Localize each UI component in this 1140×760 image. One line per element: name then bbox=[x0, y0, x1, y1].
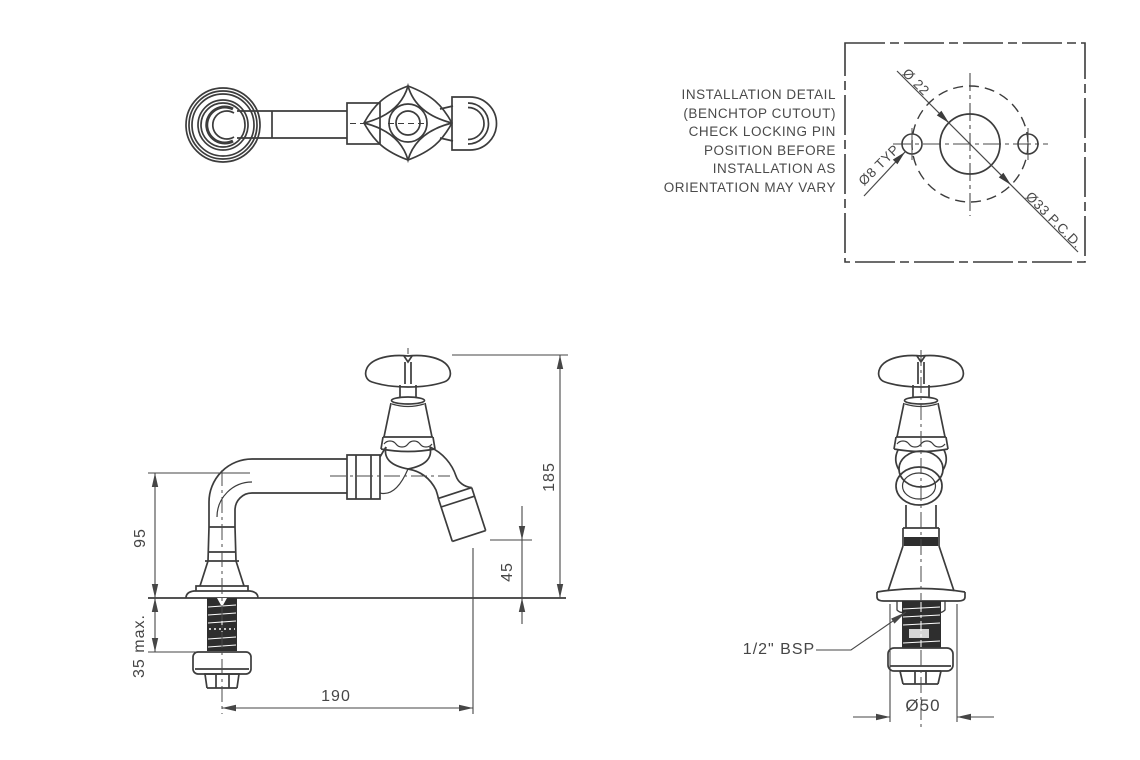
plan-spout-arm bbox=[237, 102, 381, 145]
front-dimensions bbox=[816, 611, 994, 721]
dim-spout-height: 95 bbox=[132, 528, 149, 548]
diagonal-dimension-line bbox=[896, 70, 1079, 253]
label-thread-size: 1/2" BSP bbox=[742, 641, 816, 658]
cutout-detail bbox=[844, 42, 1086, 263]
cutout-boundary bbox=[844, 42, 1086, 263]
spout-aerator bbox=[437, 486, 487, 543]
note-line: POSITION BEFORE bbox=[703, 142, 836, 158]
note-line: CHECK LOCKING PIN bbox=[688, 124, 836, 140]
dim-bench-thickness: 35 max. bbox=[131, 614, 148, 678]
dim-outlet-clearance: 45 bbox=[499, 562, 516, 582]
dim-spout-reach: 190 bbox=[321, 688, 351, 705]
side-bonnet bbox=[380, 385, 436, 453]
main-hole-circle bbox=[939, 113, 1001, 175]
dim-flange-diameter: Ø50 bbox=[905, 696, 941, 715]
side-elevation bbox=[148, 348, 566, 714]
side-dimensions bbox=[148, 354, 568, 714]
note-line: (BENCHTOP CUTOUT) bbox=[683, 105, 836, 121]
spout-inner-edge bbox=[407, 468, 440, 499]
plan-view bbox=[185, 82, 498, 164]
note-line: INSTALLATION AS bbox=[712, 161, 836, 177]
dim-overall-height: 185 bbox=[541, 462, 558, 492]
bsp-leader-line bbox=[816, 611, 907, 651]
front-threaded-shank bbox=[902, 601, 941, 648]
note-line: INSTALLATION DETAIL bbox=[681, 87, 836, 102]
side-cross-handle bbox=[364, 354, 452, 388]
installation-note: INSTALLATION DETAIL (BENCHTOP CUTOUT) CH… bbox=[664, 86, 836, 198]
front-elevation bbox=[876, 350, 966, 728]
note-line: ORIENTATION MAY VARY bbox=[663, 179, 836, 195]
plan-flange-rings bbox=[185, 87, 261, 163]
plan-outlet-cap bbox=[439, 96, 498, 151]
spout-outer-edge bbox=[429, 446, 472, 489]
plan-cross-handle bbox=[363, 82, 453, 164]
